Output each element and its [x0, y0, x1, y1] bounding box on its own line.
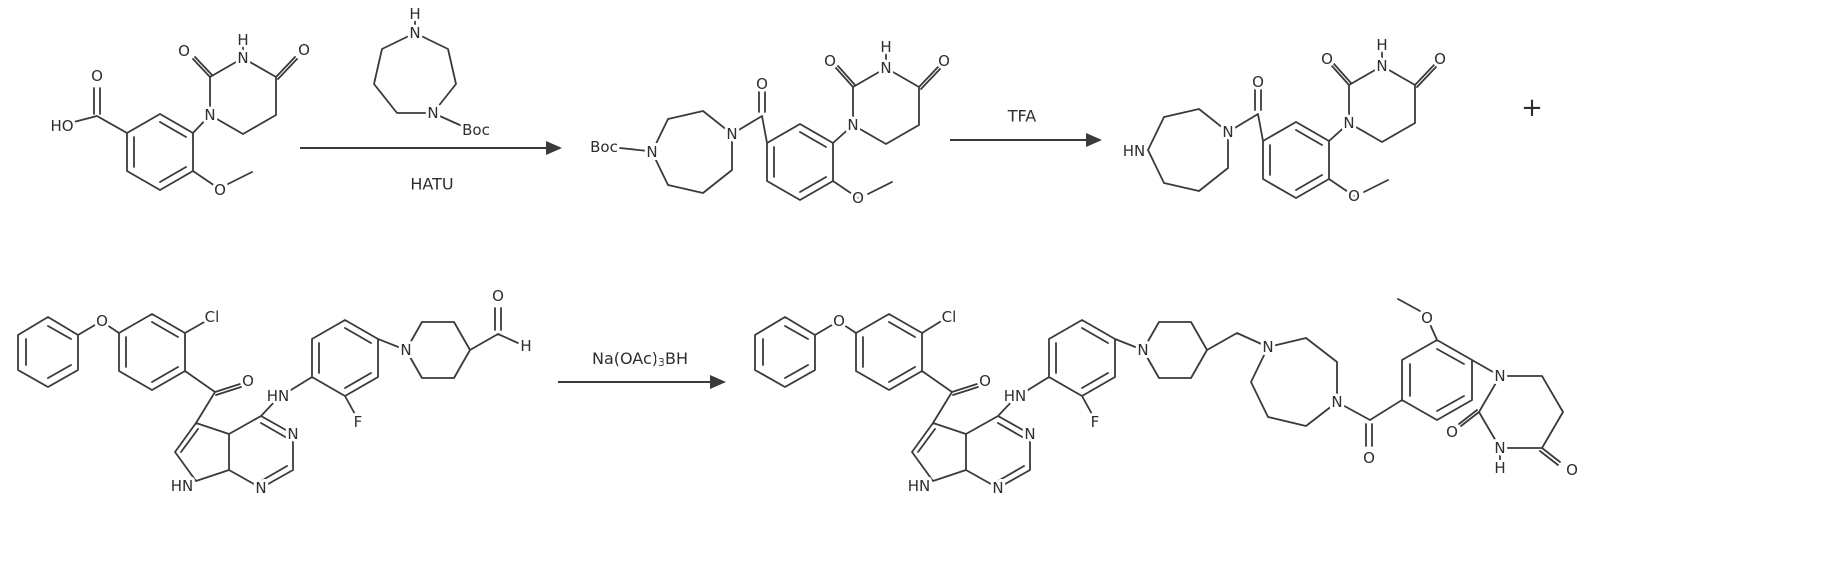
atom-label-o: O	[178, 42, 190, 60]
atom-label-o: O	[1421, 309, 1433, 327]
reaction-arrow-1: HATU	[300, 141, 562, 197]
molecule-d: O Cl O HN N N HN F N O H	[17, 284, 535, 500]
molecule-d-bonds	[17, 307, 519, 489]
scheme-row-2: O Cl O HN N N HN F N O H Na(OAc)3BH	[17, 284, 1581, 500]
atom-label-n: N	[847, 116, 858, 134]
molecule-c: HN N O O H N O N O	[1120, 33, 1449, 208]
atom-label-o: O	[824, 52, 836, 70]
atom-label-h: H	[409, 5, 420, 23]
atom-label-n: N	[1343, 114, 1354, 132]
molecule-a-bonds	[69, 41, 298, 191]
arrow-head-icon	[1086, 133, 1102, 147]
atom-label-n: N	[1331, 393, 1342, 411]
atom-label-n: N	[237, 49, 248, 67]
atom-label-o: O	[833, 312, 845, 330]
atom-label-hn: HN	[267, 387, 290, 405]
atom-label-n: N	[255, 479, 266, 497]
atom-label-h: H	[520, 337, 531, 355]
atom-label-o: O	[1363, 449, 1375, 467]
atom-label-hn: HN	[171, 477, 194, 495]
atom-label-n: N	[1494, 439, 1505, 457]
atom-label-cl: Cl	[942, 308, 957, 326]
atom-label-o: O	[1434, 50, 1446, 68]
reaction-arrow-2: TFA	[950, 104, 1102, 147]
atom-label-n: N	[726, 125, 737, 143]
atom-label-n: N	[409, 24, 420, 42]
arrow-head-icon	[710, 375, 726, 389]
atom-label-o: O	[1321, 50, 1333, 68]
atom-label-n: N	[400, 341, 411, 359]
reagent-label-hatu: HATU	[410, 175, 453, 194]
atom-label-o: O	[938, 52, 950, 70]
atom-label-boc: Boc	[462, 121, 490, 139]
atom-label-ho: HO	[50, 117, 73, 135]
reagent-label-naoac3bh: Na(OAc)3BH	[592, 349, 688, 369]
molecule-a: HO O O H N O N O	[47, 28, 312, 202]
atom-label-o: O	[1566, 461, 1578, 479]
reagent-label-tfa: TFA	[1007, 107, 1037, 126]
atom-label-n: N	[1024, 425, 1035, 443]
atom-label-o: O	[852, 189, 864, 207]
atom-label-boc: Boc	[590, 138, 618, 156]
atom-label-f: F	[354, 413, 363, 431]
molecule-e: O Cl O HN N N HN F N N N O O N O N H O	[754, 298, 1581, 500]
atom-label-n: N	[287, 425, 298, 443]
atom-label-h: H	[1376, 36, 1387, 54]
molecule-e-bonds	[754, 298, 1564, 489]
atom-label-n: N	[646, 143, 657, 161]
atom-label-o: O	[242, 372, 254, 390]
atom-label-o: O	[492, 287, 504, 305]
atom-label-h: H	[1494, 459, 1505, 477]
atom-label-hn: HN	[908, 477, 931, 495]
atom-label-o: O	[91, 67, 103, 85]
atom-label-n: N	[204, 106, 215, 124]
atom-label-cl: Cl	[205, 308, 220, 326]
atom-label-n: N	[992, 479, 1003, 497]
molecule-b: Boc N N O O H N O N O	[587, 35, 953, 210]
atom-label-o: O	[756, 75, 768, 93]
atom-label-n: N	[427, 104, 438, 122]
amine-reagent: H N N Boc	[373, 2, 493, 142]
atom-label-hn: HN	[1004, 387, 1027, 405]
atom-label-o: O	[1446, 423, 1458, 441]
plus-sign: +	[1521, 93, 1543, 123]
atom-label-o: O	[214, 181, 226, 199]
atom-label-n: N	[1137, 341, 1148, 359]
atom-label-o: O	[298, 41, 310, 59]
atom-label-h: H	[237, 31, 248, 49]
reaction-arrow-3: Na(OAc)3BH	[558, 346, 726, 389]
atom-label-hn: HN	[1123, 142, 1146, 160]
arrow-head-icon	[546, 141, 562, 155]
atom-label-n: N	[1376, 57, 1387, 75]
atom-label-n: N	[1494, 367, 1505, 385]
atom-label-o: O	[1348, 187, 1360, 205]
atom-label-n: N	[1222, 123, 1233, 141]
molecule-c-bonds	[1147, 49, 1437, 199]
atom-label-n: N	[1262, 338, 1273, 356]
atom-label-f: F	[1091, 413, 1100, 431]
atom-label-o: O	[96, 312, 108, 330]
atom-label-o: O	[979, 372, 991, 390]
molecule-b-bonds	[619, 51, 941, 201]
atom-label-h: H	[880, 38, 891, 56]
atom-label-n: N	[880, 59, 891, 77]
amine-reagent-bonds	[373, 16, 463, 127]
atom-label-o: O	[1252, 73, 1264, 91]
